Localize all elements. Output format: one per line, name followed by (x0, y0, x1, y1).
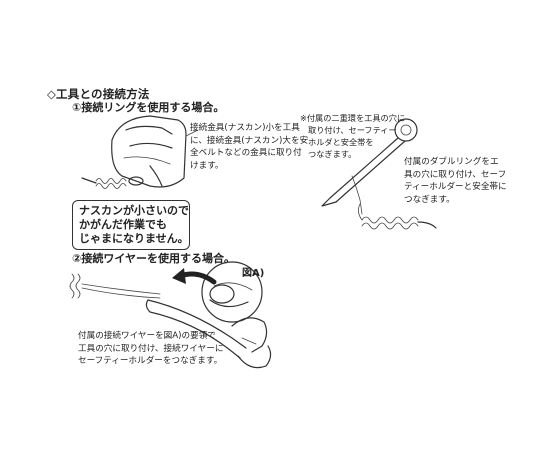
double-ring-line: 具の穴に取り付け、セーフ (404, 169, 507, 180)
callout-box: ナスカンが小さいので かがんだ作業でも じゃまになりません。 (72, 200, 190, 250)
step2-heading: ②接続ワイヤーを使用する場合。 (72, 252, 235, 265)
note-line: つなぎます。 (308, 149, 357, 159)
note-line: ※付属の二重環を工具の穴に (300, 113, 406, 123)
double-ring-line: つなぎます。 (404, 194, 455, 205)
note-line: 取り付け、セーフティー (308, 125, 397, 135)
step2-desc-line: 付属の接続ワイヤーを図A)の要領で (78, 331, 216, 341)
step1-description: 接続金具(ナスカン)小を工具 に、接続金具(ナスカン)大を安 全ベルトなどの金具… (190, 122, 308, 172)
step2-desc-line: セーフティーホルダーをつなぎます。 (78, 356, 223, 366)
step1-desc-line: けます。 (190, 160, 224, 171)
section-title: ◇工具との接続方法 (47, 87, 150, 101)
double-ring-line: ティーホルダーと安全帯に (404, 182, 507, 192)
step2-desc-line: 工具の穴に取り付け、接続ワイヤーに (78, 343, 224, 354)
double-ring-text: 付属のダブルリングをエ 具の穴に取り付け、セーフ ティーホルダーと安全帯に つな… (404, 156, 507, 206)
step1-desc-line: 全ベルトなどの金具に取り付 (190, 148, 302, 158)
callout-line: ナスカンが小さいので (79, 204, 189, 217)
note-line: ホルダと安全帯を (308, 137, 374, 147)
double-ring-line: 付属のダブルリングをエ (404, 157, 499, 167)
figure-a-label: 図A) (242, 268, 265, 279)
note-text: ※付属の二重環を工具の穴に 取り付け、セーフティー ホルダと安全帯を つなぎます… (300, 112, 405, 160)
step1-heading: ①接続リングを使用する場合。 (72, 101, 225, 114)
step1-desc-line: 接続金具(ナスカン)小を工具 (190, 123, 300, 133)
step1-desc-line: に、接続金具(ナスカン)大を安 (190, 135, 309, 146)
callout-line: かがんだ作業でも (79, 218, 167, 231)
callout-line: じゃまになりません。 (79, 232, 189, 245)
step2-description: 付属の接続ワイヤーを図A)の要領で 工具の穴に取り付け、接続ワイヤーに セーフテ… (78, 330, 223, 368)
